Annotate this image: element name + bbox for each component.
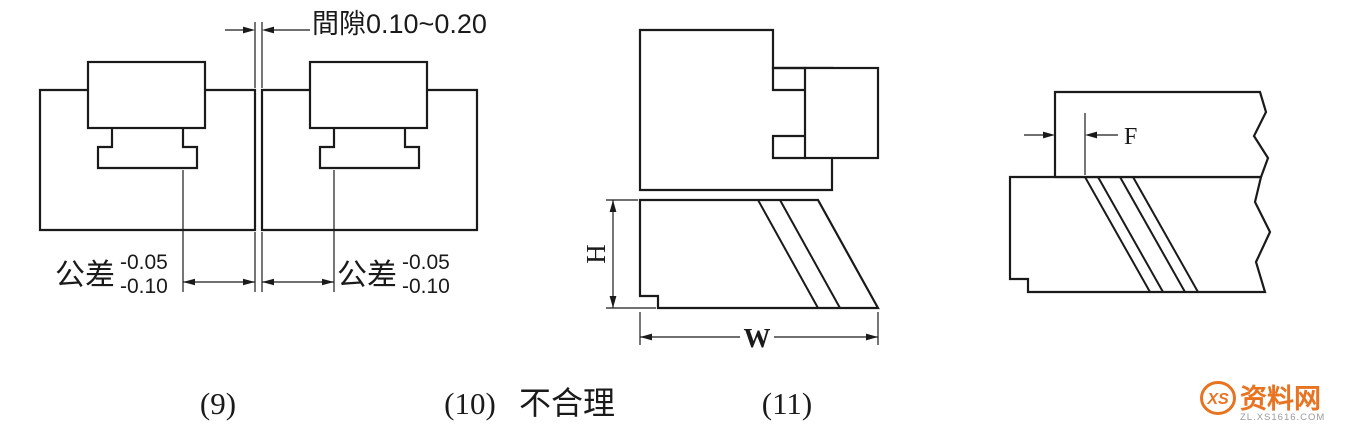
fig11-offset-dimension: F bbox=[1024, 113, 1137, 175]
fig9-right-tol-arrow-right-icon bbox=[322, 278, 334, 286]
fig10-seam-line-1 bbox=[757, 199, 819, 309]
watermark: XS 资料网 ZL.XS1616.COM bbox=[1200, 381, 1325, 423]
fig9-right-t-slot bbox=[318, 126, 421, 170]
fig9-right-insert-cap bbox=[308, 60, 429, 130]
fig11-upper-block bbox=[1053, 90, 1270, 179]
fig9-left-insert-cap bbox=[86, 60, 207, 130]
fig9-gap-dimension: 間隙0.10~0.20 bbox=[225, 9, 487, 88]
fig10-height-dimension: H bbox=[581, 199, 656, 309]
fig9-right-tol-arrow-left-icon bbox=[262, 278, 274, 286]
fig9-left-tol-lower: -0.10 bbox=[120, 275, 168, 298]
fig10-wedge-block bbox=[638, 198, 880, 310]
fig9-right-tol-label: 公差 bbox=[337, 259, 397, 292]
fig11-seam-line-1 bbox=[1084, 176, 1151, 293]
fig9-left-tol-arrow-right-icon bbox=[243, 278, 255, 286]
fig11-seam-line-3 bbox=[1119, 176, 1186, 293]
fig11-seam-line-2 bbox=[1097, 176, 1164, 293]
fig10-w-label: W bbox=[744, 323, 771, 353]
fig10-caption: (10) bbox=[444, 386, 496, 421]
fig10-w-arrow-left-icon bbox=[640, 333, 652, 341]
fig11-seam-line-4 bbox=[1132, 176, 1199, 293]
fig9-right-tol-upper: -0.05 bbox=[402, 251, 450, 274]
fig9-gap-arrow-left-icon bbox=[243, 26, 255, 34]
fig10-width-dimension: W bbox=[639, 312, 879, 353]
fig10-insert-hook-top bbox=[771, 66, 807, 92]
fig11-f-arrow-right-icon bbox=[1085, 131, 1097, 139]
fig11-f-arrow-left-icon bbox=[1043, 131, 1055, 139]
fig9-left-tolerance-dimension: 公差 -0.05 -0.10 bbox=[55, 170, 256, 298]
fig9-right-tolerance-dimension: 公差 -0.05 -0.10 bbox=[261, 170, 450, 298]
fig9-left-tol-label: 公差 bbox=[55, 259, 115, 292]
fig9-caption: (9) bbox=[200, 386, 236, 421]
fig10-insert-hook-bottom bbox=[771, 134, 807, 160]
watermark-monogram: XS bbox=[1206, 391, 1229, 408]
figure-9: 間隙0.10~0.20 公差 -0.05 -0.10 公差 -0.05 -0.1… bbox=[38, 9, 487, 298]
fig10-insert-key bbox=[803, 66, 880, 160]
watermark-circle-icon bbox=[1200, 381, 1236, 415]
watermark-site-url: ZL.XS1616.COM bbox=[1240, 412, 1325, 423]
fig11-caption: (11) bbox=[762, 386, 813, 421]
fig10-w-arrow-right-icon bbox=[866, 333, 878, 341]
figure-11: F bbox=[1008, 90, 1272, 294]
fig11-f-label: F bbox=[1124, 124, 1137, 150]
fig10-caption-note: 不合理 bbox=[519, 385, 615, 421]
fig11-lower-block bbox=[1008, 175, 1272, 294]
caption-row: (9) (10) 不合理 (11) bbox=[200, 385, 812, 421]
fig9-left-tol-arrow-left-icon bbox=[183, 278, 195, 286]
fig10-h-arrow-top-icon bbox=[609, 200, 617, 212]
fig9-left-t-slot bbox=[96, 126, 199, 170]
fig9-right-tol-lower: -0.10 bbox=[402, 275, 450, 298]
fig10-plate bbox=[638, 28, 834, 192]
figure-10: H W bbox=[581, 28, 880, 353]
fig9-gap-arrow-right-icon bbox=[262, 26, 274, 34]
fig10-h-label: H bbox=[581, 244, 611, 264]
fig10-h-arrow-bottom-icon bbox=[609, 296, 617, 308]
fig9-gap-label: 間隙0.10~0.20 bbox=[312, 9, 487, 39]
watermark-site-name: 资料网 bbox=[1240, 384, 1321, 414]
fig9-left-tol-upper: -0.05 bbox=[120, 251, 168, 274]
fig10-seam-line-2 bbox=[779, 199, 841, 309]
